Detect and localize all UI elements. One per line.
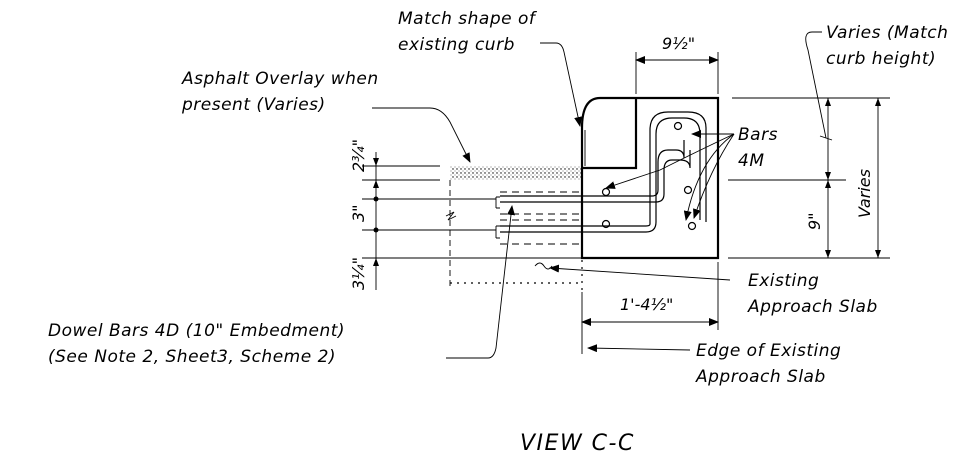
note-asphalt-line2: present (Varies)	[181, 95, 326, 115]
dim-right-inner: 9"	[805, 212, 824, 230]
bottom-dimension	[581, 262, 719, 354]
rebar-4m	[500, 111, 707, 233]
dim-left-bot: 3¼"	[349, 257, 368, 290]
bar-dot	[687, 221, 697, 231]
dim-left-mid: 3"	[349, 204, 368, 222]
note-asphalt-line1: Asphalt Overlay when	[181, 69, 379, 89]
view-title: VIEW C-C	[520, 431, 635, 456]
dowel-bars	[495, 196, 500, 239]
dim-right-outer: Varies	[855, 169, 874, 218]
bar-dot	[601, 187, 611, 197]
note-dowel-line1: Dowel Bars 4D (10" Embedment)	[48, 321, 345, 341]
dim-bottom-width: 1'-4½"	[620, 295, 673, 314]
note-bars-line1: Bars	[738, 125, 778, 145]
leader-lines	[372, 31, 833, 359]
bar-dot	[683, 185, 693, 195]
bar-dot	[601, 219, 611, 229]
note-edge-line2: Approach Slab	[695, 367, 826, 387]
asphalt-overlay	[450, 166, 582, 180]
curb-body	[580, 96, 720, 260]
note-existing-slab-line2: Approach Slab	[747, 297, 878, 317]
existing-slab	[445, 166, 583, 290]
note-curb-shape-line1: Match shape of	[398, 9, 538, 29]
note-dowel-line2: (See Note 2, Sheet3, Scheme 2)	[48, 347, 336, 367]
dim-left-top: 2¾"	[349, 139, 368, 172]
left-dimension-chain	[362, 152, 582, 290]
note-existing-slab-line1: Existing	[748, 271, 819, 291]
top-dimension	[635, 52, 719, 94]
note-varies-line2: curb height)	[826, 49, 936, 69]
note-varies-line1: Varies (Match	[826, 23, 948, 43]
bar-dot	[673, 121, 683, 131]
dim-top-width: 9½"	[662, 34, 695, 53]
right-dimension-chain	[728, 97, 890, 259]
note-edge-line1: Edge of Existing	[696, 341, 841, 361]
note-curb-shape-line2: existing curb	[398, 35, 515, 55]
note-bars-line2: 4M	[738, 151, 764, 171]
